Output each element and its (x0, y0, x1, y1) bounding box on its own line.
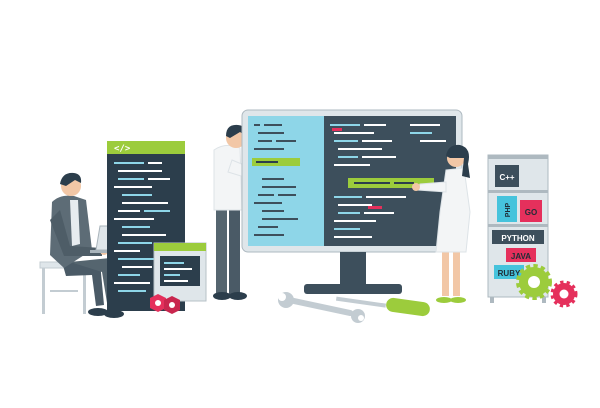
language-label: PYTHON (501, 234, 535, 243)
language-badge-ruby: RUBY (494, 265, 524, 279)
hex-nut-icon (150, 294, 180, 314)
standing-developer-woman (412, 144, 471, 303)
language-label: GO (525, 208, 537, 217)
language-label: RUBY (498, 269, 521, 278)
language-label: PHP (505, 202, 512, 217)
language-badge-python: PYTHON (492, 230, 544, 244)
language-badge-cpp: C++ (495, 165, 519, 187)
language-badge-java: JAVA (506, 248, 536, 262)
screwdriver-icon (335, 296, 430, 317)
language-badge-go: GO (520, 200, 542, 222)
monitor-left-code (254, 124, 298, 236)
gear-icon (516, 264, 552, 300)
language-label: JAVA (511, 252, 531, 261)
language-label: C++ (499, 173, 514, 182)
language-badge-php: PHP (497, 196, 517, 222)
gear-icon (550, 280, 578, 308)
monitor-right-code (330, 124, 446, 238)
code-tag-icon: </> (114, 144, 131, 154)
small-monitor (153, 242, 207, 302)
main-monitor (241, 109, 463, 294)
code-lines (114, 162, 170, 292)
wrench-icon (278, 292, 365, 323)
